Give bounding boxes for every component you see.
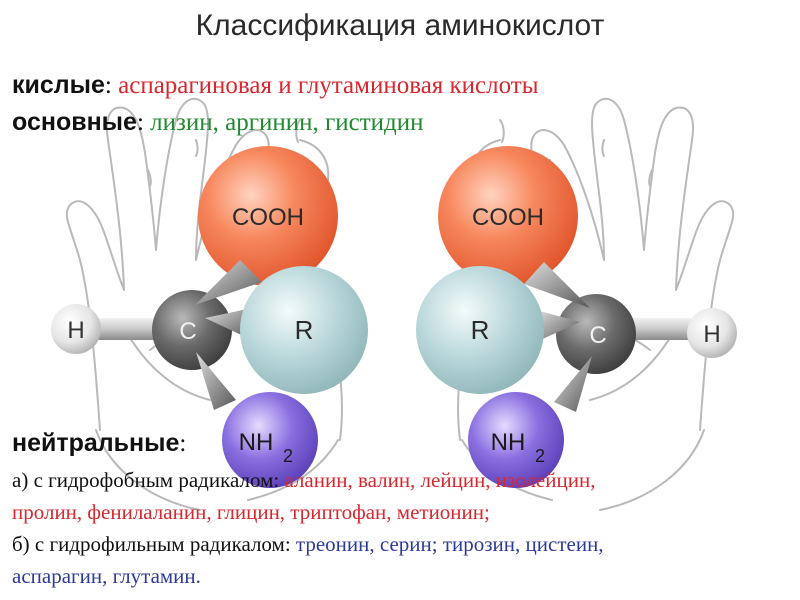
acidic-label: кислые	[12, 71, 105, 99]
left-r-label: R	[295, 315, 314, 345]
left-molecule: COOH C H R NH 2	[51, 146, 368, 488]
page-title: Классификация аминокислот	[195, 9, 605, 42]
hydrophobic-line-1: а) с гидрофобным радикалом: аланин, вали…	[12, 467, 595, 493]
basic-label: основные	[12, 108, 137, 136]
basic-colon: :	[136, 109, 144, 136]
acidic-colon: :	[104, 72, 112, 99]
hydrophilic-line-2: аспарагин, глутамин.	[12, 563, 201, 589]
neutral-colon: :	[179, 430, 187, 457]
basic-items: лизин, аргинин, гистидин	[150, 109, 424, 136]
hydrophobic-items-1: аланин, валин, лейцин, изолейцин,	[284, 468, 596, 492]
right-c-ball	[556, 294, 636, 374]
hydrophilic-items-2: аспарагин, глутамин.	[12, 564, 201, 588]
neutral-label: нейтральные	[12, 429, 180, 457]
left-c-ball	[152, 290, 232, 370]
right-cooh-label: COOH	[472, 204, 544, 231]
left-cooh-label: COOH	[232, 204, 304, 231]
acidic-line: кислые: аспарагиновая и глутаминовая кис…	[12, 70, 539, 101]
left-cooh-ball	[198, 146, 338, 286]
right-nh2-ball	[468, 392, 564, 488]
hydrophilic-items-1: треонин, серин; тирозин, цистеин,	[295, 532, 604, 556]
right-r-label: R	[471, 315, 490, 345]
right-h-ball	[687, 308, 737, 358]
left-c-nh2-wedge	[196, 352, 236, 410]
left-h-label: H	[67, 317, 84, 344]
right-r-ball	[416, 266, 544, 394]
left-h-ball	[51, 304, 101, 354]
acidic-items: аспарагиновая и глутаминовая кислоты	[118, 72, 539, 99]
hydrophobic-prefix: а) с гидрофобным радикалом:	[12, 468, 280, 492]
right-nh-subscript: 2	[535, 446, 545, 466]
left-nh-label: NH	[239, 429, 274, 456]
right-c-cooh-wedge	[524, 262, 590, 308]
hydrophobic-line-2: пролин, фенилаланин, глицин, триптофан, …	[12, 499, 490, 525]
left-c-cooh-wedge	[195, 260, 262, 305]
basic-line: основные: лизин, аргинин, гистидин	[12, 107, 424, 138]
hydrophilic-prefix: б) с гидрофильным радикалом:	[12, 532, 291, 556]
left-nh2-ball	[222, 392, 318, 488]
right-c-label: C	[589, 322, 606, 349]
right-c-nh2-wedge	[554, 356, 592, 412]
right-h-label: H	[703, 321, 720, 348]
right-molecule: COOH C H R NH 2	[416, 146, 737, 488]
left-nh-subscript: 2	[283, 446, 293, 466]
neutral-line: нейтральные:	[12, 428, 186, 459]
right-c-r-wedge	[536, 310, 580, 342]
left-r-ball	[240, 266, 368, 394]
hydrophobic-items-2: пролин, фенилаланин, глицин, триптофан, …	[12, 500, 490, 524]
right-nh-label: NH	[491, 429, 526, 456]
left-c-label: C	[179, 318, 196, 345]
hydrophilic-line-1: б) с гидрофильным радикалом: треонин, се…	[12, 531, 604, 557]
right-cooh-ball	[438, 146, 578, 286]
